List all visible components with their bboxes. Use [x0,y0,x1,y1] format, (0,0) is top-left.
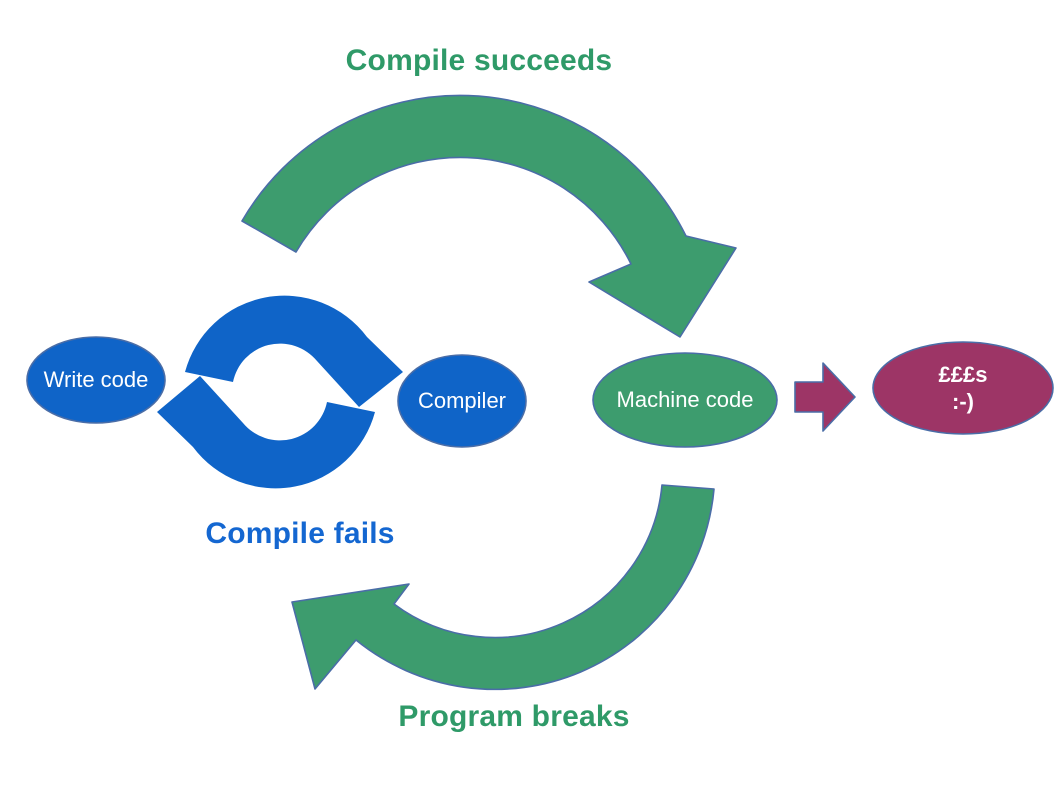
program-breaks-label: Program breaks [398,700,630,733]
money-node-line1: £££s [938,362,988,387]
cycle-bottom-arrow [157,376,375,489]
write-code-node [26,336,166,424]
compile-succeeds-label: Compile succeeds [345,44,613,77]
cycle-top-arrow [185,295,403,407]
compile-fails-label: Compile fails [205,517,395,550]
machine-code-node [592,352,778,448]
program-breaks-arrow-icon [291,484,715,691]
compiler-node-label: Compiler [417,388,507,413]
machine-code-node-label: Machine code [616,387,754,412]
right-arrow-icon [794,362,856,432]
money-node-label: £££s :-) [939,361,988,415]
compiler-node [397,354,527,448]
compile-succeeds-arrow-icon [241,94,737,338]
write-code-node-label: Write code [43,367,149,392]
cycle-arrows-icon [157,295,403,489]
money-node [872,341,1054,435]
money-node-line2: :-) [952,389,974,414]
